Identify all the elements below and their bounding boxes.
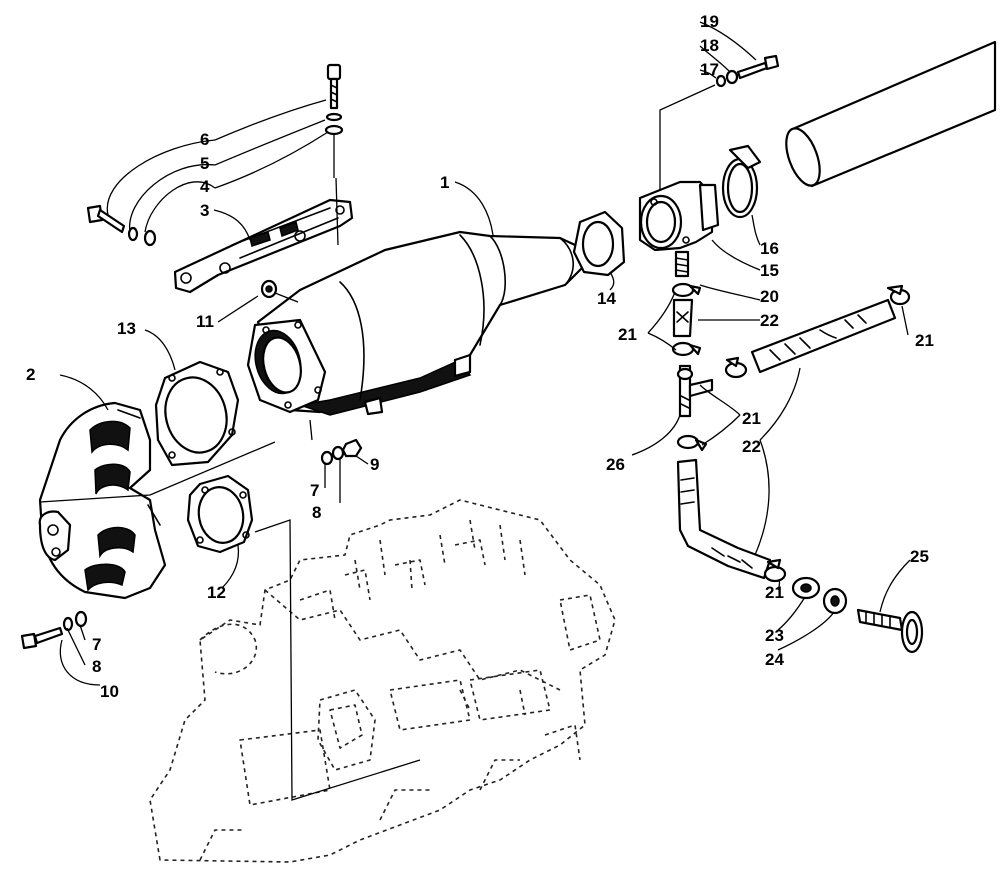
drain-plug-assembly — [791, 576, 924, 654]
hardware-bolts-washers — [20, 63, 363, 650]
callout-22a: 22 — [760, 311, 779, 330]
callout-26: 26 — [606, 455, 625, 474]
callout-4: 4 — [200, 177, 210, 196]
callout-19: 19 — [700, 12, 719, 31]
exhaust-manifold — [38, 401, 167, 600]
callout-11: 11 — [196, 312, 214, 331]
callout-20: 20 — [760, 287, 779, 306]
callout-6: 6 — [200, 130, 209, 149]
callout-10: 10 — [100, 682, 119, 701]
engine-block-outline — [149, 499, 616, 863]
callout-15: 15 — [760, 261, 779, 280]
callout-17: 17 — [700, 60, 719, 79]
callout-7a: 7 — [310, 481, 319, 500]
callout-24: 24 — [765, 650, 784, 669]
callout-3: 3 — [200, 201, 209, 220]
callout-9: 9 — [370, 455, 379, 474]
drain-fitting — [674, 250, 690, 278]
callout-labels: 1 2 3 4 5 6 7 8 9 7 8 10 11 12 13 14 15 … — [26, 12, 934, 701]
callout-7b: 7 — [92, 635, 101, 654]
callout-12: 12 — [207, 583, 226, 602]
callout-22b: 22 — [742, 437, 761, 456]
callout-21a: 21 — [618, 325, 637, 344]
callout-25: 25 — [910, 547, 929, 566]
callout-8a: 8 — [312, 503, 321, 522]
callout-21d: 21 — [765, 583, 784, 602]
callout-8b: 8 — [92, 657, 101, 676]
mounting-bracket — [173, 198, 354, 294]
callout-16: 16 — [760, 239, 779, 258]
callout-2: 2 — [26, 365, 35, 384]
tailpipe — [785, 40, 997, 188]
gasket-upper — [154, 360, 240, 467]
callout-14: 14 — [597, 289, 616, 308]
callout-21b: 21 — [915, 331, 934, 350]
clamp-band — [721, 144, 762, 219]
callout-5: 5 — [200, 154, 209, 173]
exhaust-body — [246, 230, 584, 416]
gasket-lower — [186, 474, 254, 554]
hardware-17-18-19 — [715, 54, 780, 88]
callout-18: 18 — [700, 36, 719, 55]
outlet-housing — [638, 180, 720, 252]
leader-lines — [39, 21, 911, 801]
callout-13: 13 — [117, 319, 136, 338]
callout-23: 23 — [765, 626, 784, 645]
outlet-gasket — [572, 210, 626, 277]
hose-assembly — [671, 282, 911, 583]
callout-1: 1 — [440, 173, 449, 192]
callout-21c: 21 — [742, 409, 761, 428]
